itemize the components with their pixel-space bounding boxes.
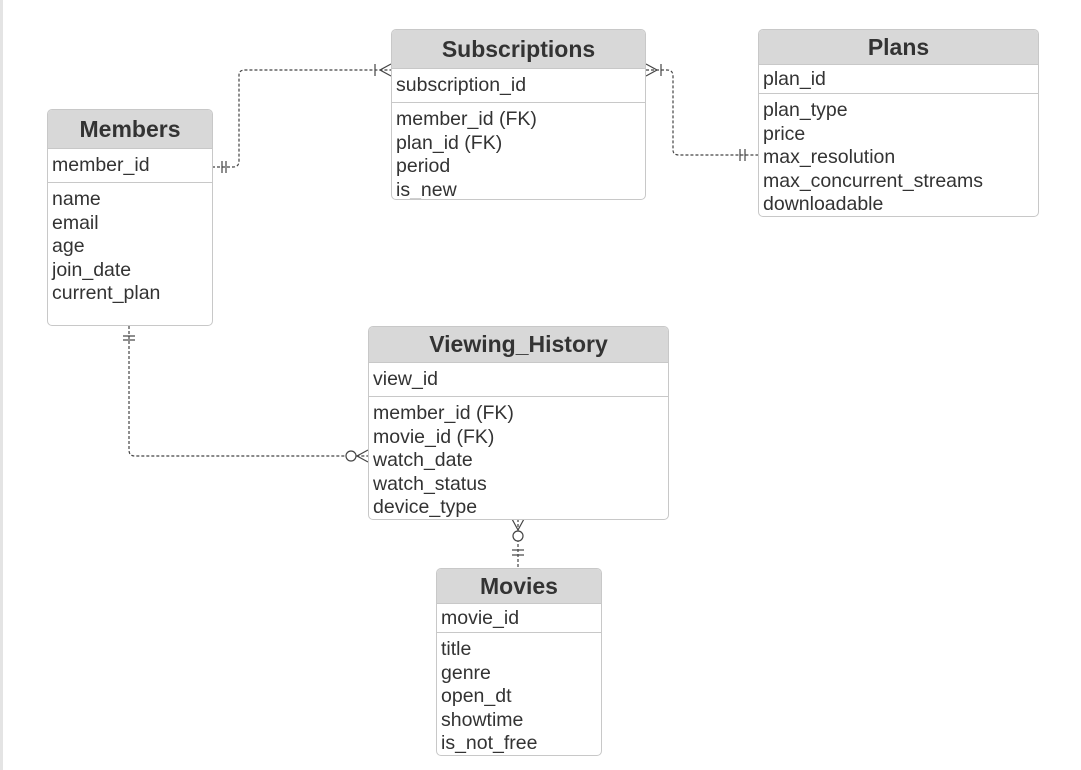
- entity-field: plan_type: [763, 99, 848, 121]
- entity-title: Subscriptions: [392, 30, 645, 69]
- entity-field: watch_date: [373, 449, 473, 472]
- entity-primary-key: movie_id: [437, 604, 601, 633]
- entity-movies[interactable]: Movies movie_id title genre open_dt show…: [436, 568, 602, 756]
- entity-primary-key: member_id: [48, 149, 212, 183]
- entity-field-list: member_id (FK) plan_id (FK) period is_ne…: [392, 103, 645, 200]
- entity-subscriptions[interactable]: Subscriptions subscription_id member_id …: [391, 29, 646, 200]
- entity-field: device_type: [373, 496, 478, 519]
- entity-field: email: [52, 211, 99, 234]
- entity-field: price: [763, 122, 806, 145]
- entity-field: movie_id (FK): [373, 425, 495, 448]
- entity-field: join_date: [52, 258, 132, 281]
- entity-field-list: plan_type price max_resolution max_concu…: [759, 94, 1038, 216]
- connector-subscriptions-plans: [646, 69, 758, 156]
- entity-field: watch_status: [373, 472, 487, 495]
- entity-title: Movies: [437, 569, 601, 604]
- entity-field: title: [441, 638, 472, 660]
- marker-viewing-history-crowfoot: [355, 449, 369, 463]
- entity-field: downloadable: [763, 193, 884, 216]
- entity-field: open_dt: [441, 685, 512, 708]
- marker-viewing-history-zero-circle: [345, 450, 357, 462]
- entity-field: member_id (FK): [373, 402, 514, 424]
- marker-viewing-history-zero-circle: [512, 530, 524, 542]
- entity-field-list: member_id (FK) movie_id (FK) watch_date …: [369, 397, 668, 519]
- entity-field: is_not_free: [441, 732, 538, 755]
- marker-subscriptions-crowfoot: [645, 63, 659, 77]
- entity-plans[interactable]: Plans plan_id plan_type price max_resolu…: [758, 29, 1039, 217]
- entity-primary-key: view_id: [369, 363, 668, 397]
- entity-field: current_plan: [52, 282, 161, 305]
- entity-field: plan_id (FK): [396, 131, 503, 154]
- entity-primary-key: subscription_id: [392, 69, 645, 103]
- entity-title: Plans: [759, 30, 1038, 65]
- marker-viewing-history-crowfoot: [511, 518, 525, 532]
- entity-title: Viewing_History: [369, 327, 668, 363]
- entity-field: age: [52, 235, 85, 258]
- connector-members-viewing-history: [128, 326, 368, 457]
- entity-members[interactable]: Members member_id name email age join_da…: [47, 109, 213, 326]
- entity-primary-key: plan_id: [759, 65, 1038, 94]
- entity-field: member_id (FK): [396, 108, 537, 130]
- entity-field-list: title genre open_dt showtime is_not_free: [437, 633, 601, 755]
- entity-field-list: name email age join_date current_plan: [48, 183, 212, 310]
- entity-field: period: [396, 155, 451, 178]
- entity-field: max_concurrent_streams: [763, 169, 984, 192]
- entity-field: showtime: [441, 708, 524, 731]
- marker-subscriptions-crowfoot: [378, 63, 392, 77]
- entity-field: is_new: [396, 178, 457, 200]
- entity-field: name: [52, 188, 101, 210]
- connector-members-subscriptions: [212, 69, 391, 168]
- entity-title: Members: [48, 110, 212, 149]
- entity-field: genre: [441, 661, 491, 684]
- canvas-left-border: [0, 0, 3, 770]
- entity-field: max_resolution: [763, 146, 896, 169]
- entity-viewing-history[interactable]: Viewing_History view_id member_id (FK) m…: [368, 326, 669, 520]
